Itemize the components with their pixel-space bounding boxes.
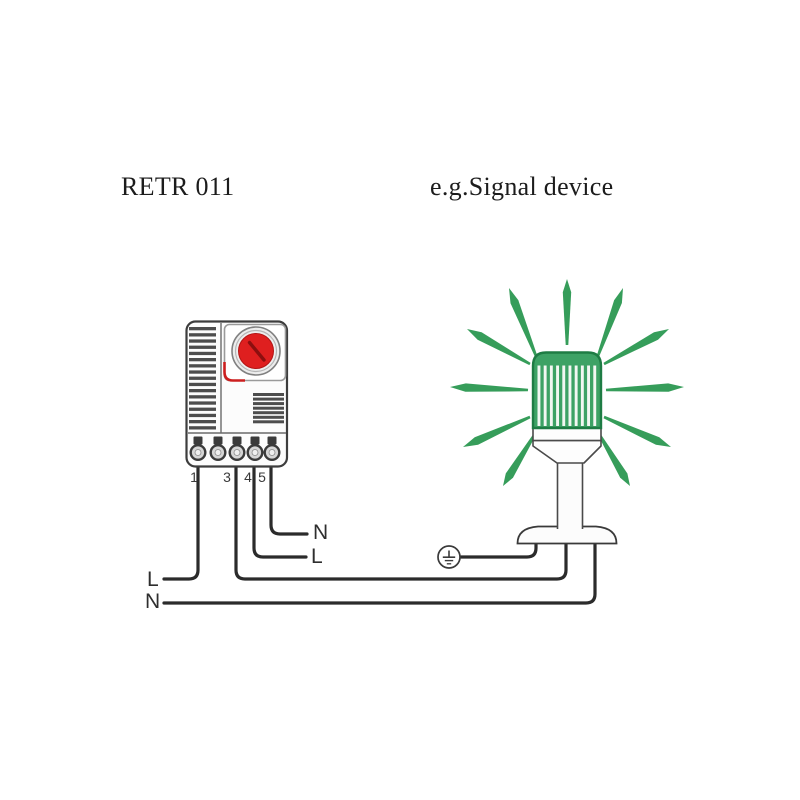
branch-live-label: L bbox=[311, 545, 323, 568]
ray-right bbox=[605, 383, 684, 392]
knob-ring-inner bbox=[234, 329, 278, 373]
ray-top-right-steep bbox=[596, 288, 623, 357]
ground-icon bbox=[437, 545, 461, 569]
knob-indicator bbox=[247, 340, 266, 362]
beacon-base-flange bbox=[516, 525, 618, 545]
knob-panel-red-corner bbox=[223, 362, 245, 382]
wire-terminal5-branch-neutral bbox=[269, 462, 309, 536]
terminal-3-label: 3 bbox=[223, 469, 231, 485]
thermostat-device bbox=[185, 320, 289, 468]
ray-left bbox=[450, 383, 529, 392]
ray-top-left-steep bbox=[509, 288, 538, 357]
branch-neutral-label: N bbox=[313, 521, 329, 544]
signal-beacon bbox=[516, 351, 618, 545]
ray-bottom-right-steep bbox=[597, 433, 630, 486]
supply-live-label: L bbox=[147, 568, 159, 591]
ray-bottom-left-steep bbox=[503, 433, 537, 486]
wire-terminal3-to-beacon bbox=[234, 462, 568, 581]
beacon-dome bbox=[531, 351, 603, 430]
beacon-stem-sides bbox=[556, 463, 584, 529]
ray-bottom-right bbox=[603, 415, 671, 447]
terminal-4-label: 4 bbox=[244, 469, 252, 485]
wire-terminal1-to-live bbox=[162, 462, 200, 581]
vent-slats-right bbox=[253, 393, 284, 424]
terminal-4 bbox=[246, 436, 264, 462]
ray-bottom-left bbox=[463, 415, 531, 447]
light-rays bbox=[450, 279, 684, 486]
terminal-5-label: 5 bbox=[258, 469, 266, 485]
terminal-5 bbox=[263, 436, 281, 462]
supply-neutral-label: N bbox=[145, 590, 161, 613]
ray-top-right bbox=[603, 329, 669, 366]
wire-ground-to-beacon bbox=[459, 539, 538, 559]
thermostat-model-label: RETR 011 bbox=[121, 172, 235, 201]
ray-top-left bbox=[467, 329, 531, 366]
vent-slats-left bbox=[189, 327, 216, 430]
terminal-3 bbox=[228, 436, 246, 462]
beacon-collar-band bbox=[532, 427, 602, 442]
thermostat-inner-dividers bbox=[188, 323, 286, 434]
beacon-dome-stripes bbox=[537, 365, 597, 426]
terminal-1 bbox=[189, 436, 207, 462]
ray-top bbox=[562, 279, 572, 345]
wire-terminal4-branch-live bbox=[252, 462, 308, 559]
signal-device-label: e.g.Signal device bbox=[430, 172, 614, 201]
terminal-block bbox=[189, 436, 281, 462]
wires bbox=[162, 462, 597, 605]
terminal-2 bbox=[209, 436, 227, 462]
beacon-stem-fill bbox=[557, 463, 583, 529]
terminal-1-label: 1 bbox=[190, 469, 198, 485]
beacon-neck-trapezoid bbox=[532, 439, 602, 464]
wire-neutral-to-beacon bbox=[162, 539, 597, 605]
